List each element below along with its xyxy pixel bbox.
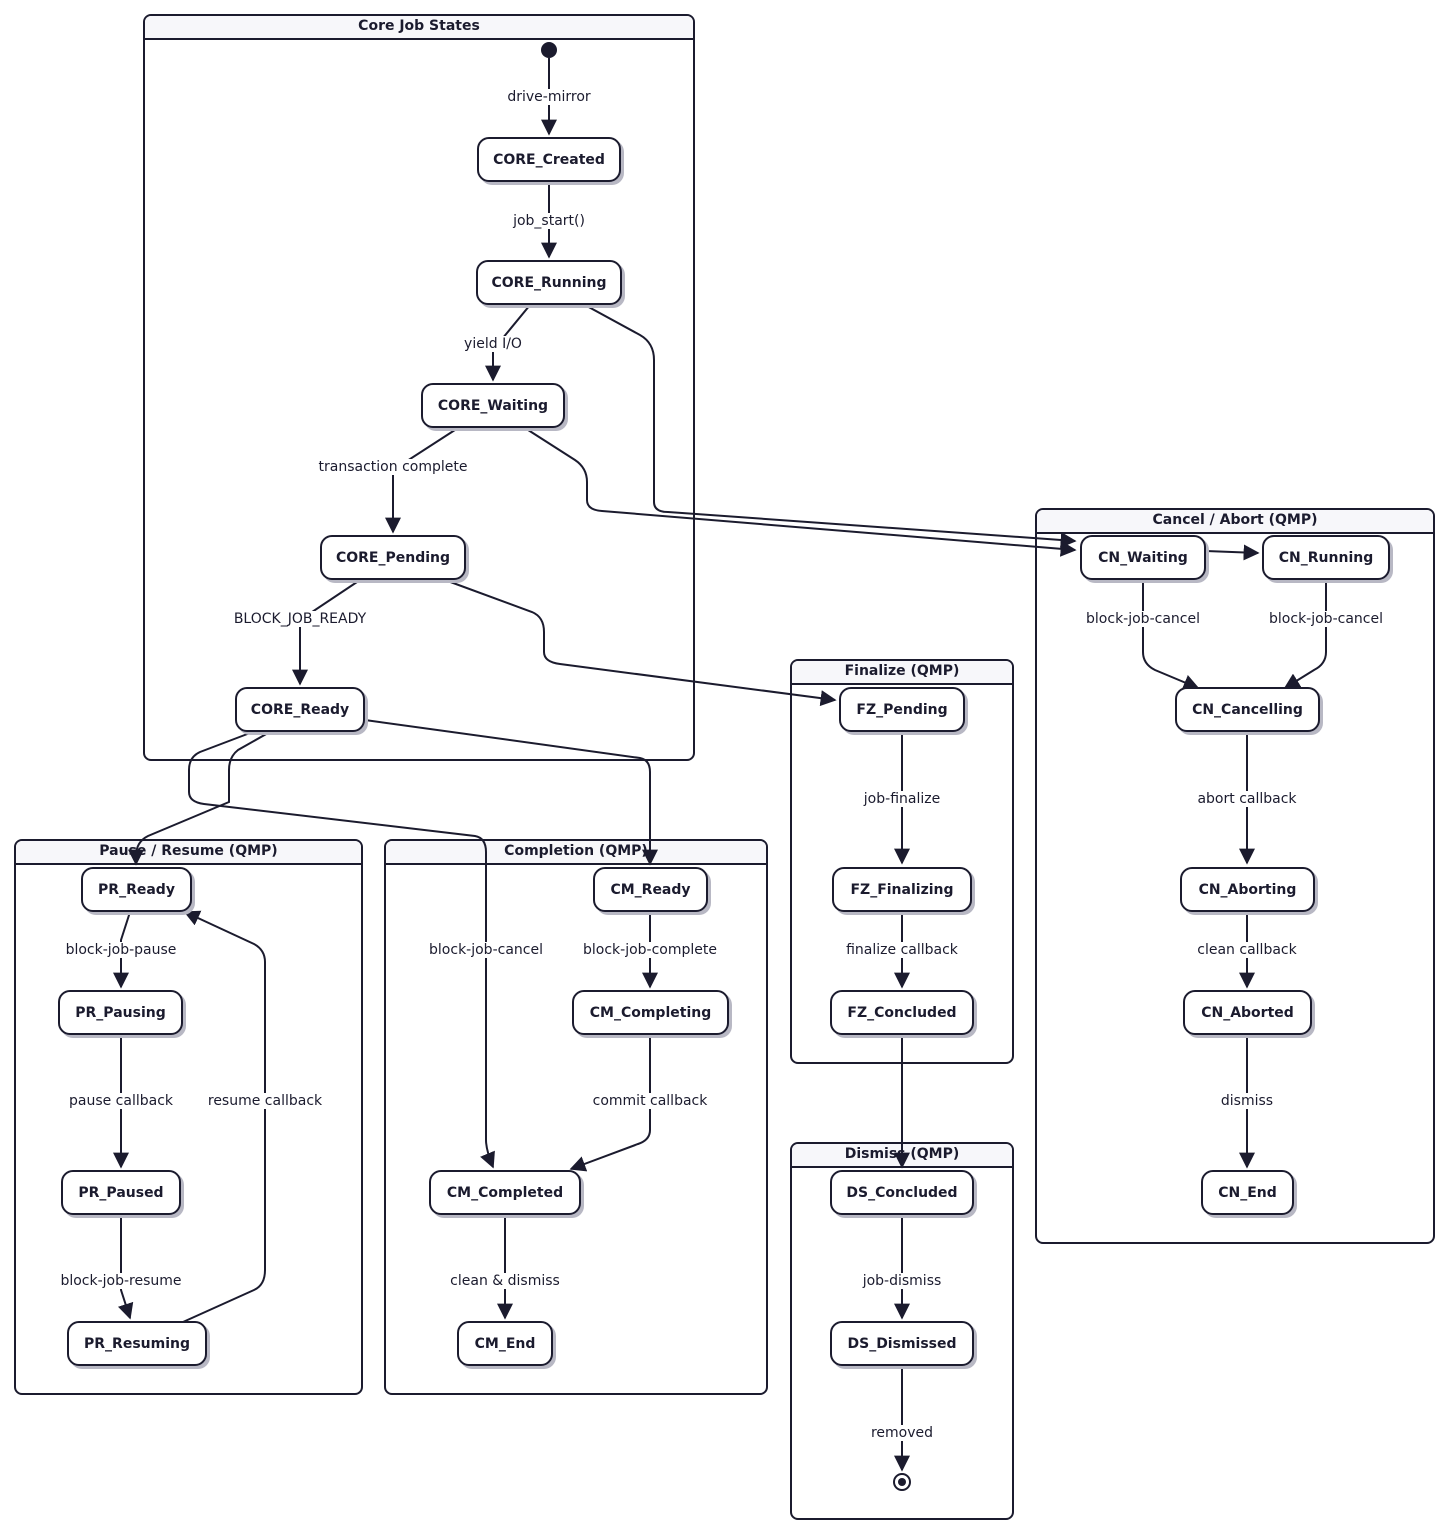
edge-ready-cmcompleted	[188, 732, 495, 1169]
state-core-created: CORE_Created	[477, 137, 621, 182]
edge-prready-pausing	[113, 911, 131, 989]
state-fz-pending: FZ_Pending	[839, 687, 965, 732]
edge-cnrunning-cancelling	[1283, 580, 1327, 689]
label-yield-io: yield I/O	[462, 336, 524, 352]
edge-cnwaiting-cancelling	[1142, 580, 1200, 690]
group-cancel-abort: Cancel / Abort (QMP)	[1035, 508, 1435, 1244]
label-pause-callback: pause callback	[66, 1093, 176, 1109]
label-job-start: job_start()	[511, 213, 587, 229]
label-commit-callback: commit callback	[590, 1093, 710, 1109]
edge-waiting-cnwaiting	[524, 427, 1077, 557]
label-finalize-callback: finalize callback	[844, 942, 960, 958]
label-block-job-resume: block-job-resume	[58, 1273, 184, 1289]
label-block-job-ready: BLOCK_JOB_READY	[231, 611, 369, 627]
state-cm-end: CM_End	[457, 1321, 553, 1366]
group-pause-resume: Pause / Resume (QMP)	[14, 839, 363, 1395]
group-title-core: Core Job States	[145, 16, 693, 40]
label-job-finalize: job-finalize	[861, 791, 943, 807]
state-cn-end: CN_End	[1201, 1170, 1294, 1215]
state-core-waiting: CORE_Waiting	[421, 383, 565, 428]
state-core-running: CORE_Running	[476, 260, 622, 305]
state-cm-ready: CM_Ready	[593, 867, 708, 912]
state-cn-aborted: CN_Aborted	[1183, 990, 1312, 1035]
state-pr-ready: PR_Ready	[81, 867, 192, 912]
state-ds-dismissed: DS_Dismissed	[830, 1321, 974, 1366]
state-cn-cancelling: CN_Cancelling	[1175, 687, 1320, 732]
state-fz-concluded: FZ_Concluded	[830, 990, 974, 1035]
edge-pending-ready	[292, 579, 361, 686]
label-block-job-complete: block-job-complete	[581, 942, 719, 958]
state-cm-completed: CM_Completed	[429, 1170, 581, 1215]
group-title-finalize: Finalize (QMP)	[792, 661, 1012, 685]
edge-cnwaiting-cnrunning	[1205, 544, 1260, 561]
state-core-pending: CORE_Pending	[320, 535, 466, 580]
edge-paused-resuming	[117, 1215, 134, 1320]
edge-ready-cmready	[364, 719, 658, 866]
label-job-dismiss: job-dismiss	[860, 1273, 944, 1289]
state-pr-paused: PR_Paused	[61, 1170, 181, 1215]
edge-resuming-prready	[182, 910, 266, 1323]
state-ds-concluded: DS_Concluded	[830, 1170, 974, 1215]
label-clean-callback: clean callback	[1195, 942, 1299, 958]
edge-running-cnwaiting	[584, 304, 1077, 548]
label-cn-block-job-cancel-1: block-job-cancel	[1084, 611, 1202, 627]
label-cn-block-job-cancel-2: block-job-cancel	[1267, 611, 1385, 627]
label-removed: removed	[868, 1425, 936, 1441]
state-cn-aborting: CN_Aborting	[1180, 867, 1315, 912]
state-cm-completing: CM_Completing	[572, 990, 729, 1035]
edge-completing-completed	[569, 1036, 651, 1172]
label-cm-block-job-cancel: block-job-cancel	[427, 942, 545, 958]
state-cn-waiting: CN_Waiting	[1080, 535, 1206, 580]
label-transaction-complete: transaction complete	[316, 459, 470, 475]
label-clean-dismiss: clean & dismiss	[448, 1273, 562, 1289]
label-resume-callback: resume callback	[205, 1093, 325, 1109]
group-title-completion: Completion (QMP)	[386, 841, 766, 865]
state-cn-running: CN_Running	[1262, 535, 1390, 580]
group-title-cancel: Cancel / Abort (QMP)	[1037, 510, 1433, 534]
edge-ready-prready	[128, 732, 269, 866]
final-state-marker-inner	[898, 1478, 906, 1486]
group-completion: Completion (QMP)	[384, 839, 768, 1395]
edge-pending-fzpending	[444, 579, 837, 707]
label-abort-callback: abort callback	[1195, 791, 1299, 807]
initial-state-marker	[541, 42, 557, 58]
state-pr-resuming: PR_Resuming	[67, 1321, 207, 1366]
label-drive-mirror: drive-mirror	[505, 89, 593, 105]
edge-waiting-pending	[385, 427, 459, 534]
label-block-job-pause: block-job-pause	[63, 942, 179, 958]
label-dismiss: dismiss	[1218, 1093, 1276, 1109]
state-pr-pausing: PR_Pausing	[58, 990, 183, 1035]
state-core-ready: CORE_Ready	[235, 687, 365, 732]
state-fz-finalizing: FZ_Finalizing	[832, 867, 972, 912]
